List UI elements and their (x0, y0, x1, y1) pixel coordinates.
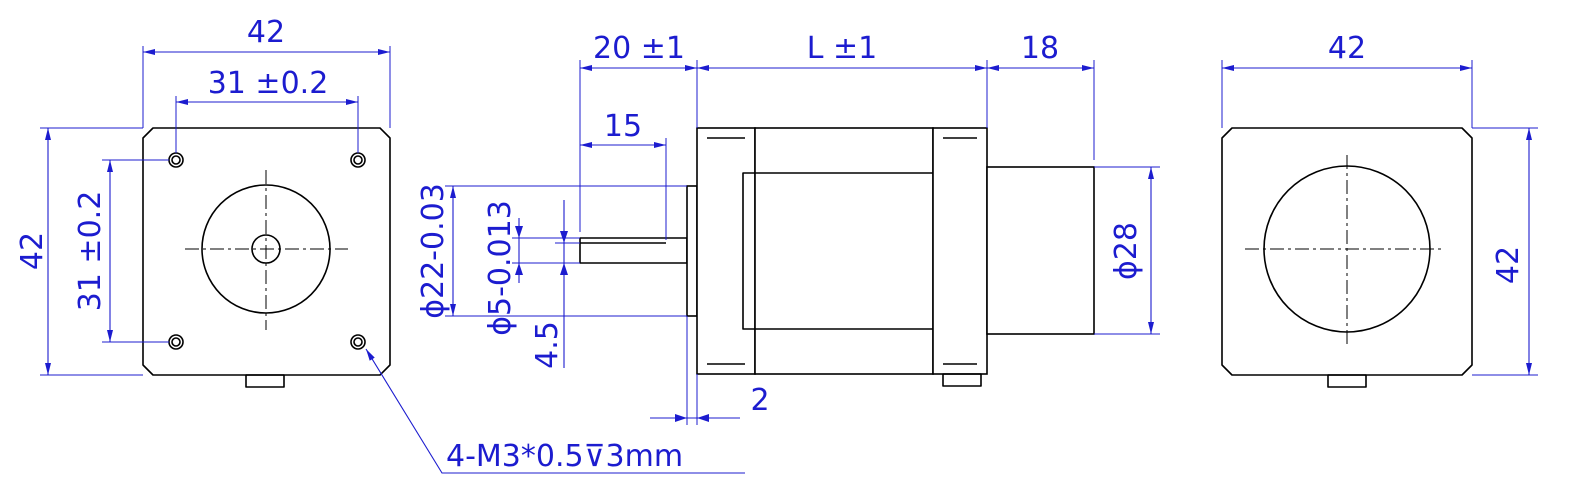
rear-width-label: 42 (1328, 31, 1366, 66)
front-hole-spacing-h-label: 31 ±0.2 (208, 66, 329, 101)
mounting-hole-tr (350, 152, 366, 168)
front-connector-tab (245, 374, 285, 388)
rear-diameter-label: ϕ28 (1109, 222, 1144, 280)
shaft-diameter-label: ϕ5-0.013 (483, 200, 518, 336)
boss-thickness-label: 2 (750, 383, 769, 418)
mounting-hole-br (350, 334, 366, 350)
side-shaft (579, 237, 688, 264)
side-boss (686, 185, 698, 317)
side-view: 20 ±1 L ±1 18 15 ϕ22-0.03 ϕ5-0.013 4.5 2 (416, 31, 1160, 425)
front-height-label: 42 (15, 232, 50, 270)
side-rear-endcap (932, 127, 988, 375)
side-rear-cylinder (986, 166, 1095, 335)
body-length-label: L ±1 (807, 31, 877, 66)
shaft-length-label: 20 ±1 (593, 31, 685, 66)
mounting-hole-bl (168, 334, 184, 350)
boss-diameter-label: ϕ22-0.03 (416, 183, 451, 319)
mounting-hole-tl (168, 152, 184, 168)
rear-connector-tab (1327, 374, 1367, 388)
front-view: 42 31 ±0.2 42 31 ±0.2 4-M3*0.5⊽3mm (15, 15, 745, 474)
rear-view: 42 42 (1221, 31, 1538, 388)
flat-depth-label: 4.5 (530, 321, 565, 369)
rear-flange-outline (1221, 127, 1473, 376)
rear-height-label: 42 (1491, 246, 1526, 284)
flat-length-label: 15 (604, 109, 642, 144)
front-flange-outline (142, 127, 391, 376)
rear-length-label: 18 (1021, 31, 1059, 66)
front-width-label: 42 (247, 15, 285, 50)
side-connector-tab (942, 373, 982, 387)
side-front-endcap (696, 127, 756, 375)
thread-callout-label: 4-M3*0.5⊽3mm (446, 439, 683, 474)
front-hole-spacing-v-label: 31 ±0.2 (73, 191, 108, 312)
side-stator-body (754, 127, 934, 375)
thread-callout-leader (365, 348, 745, 474)
